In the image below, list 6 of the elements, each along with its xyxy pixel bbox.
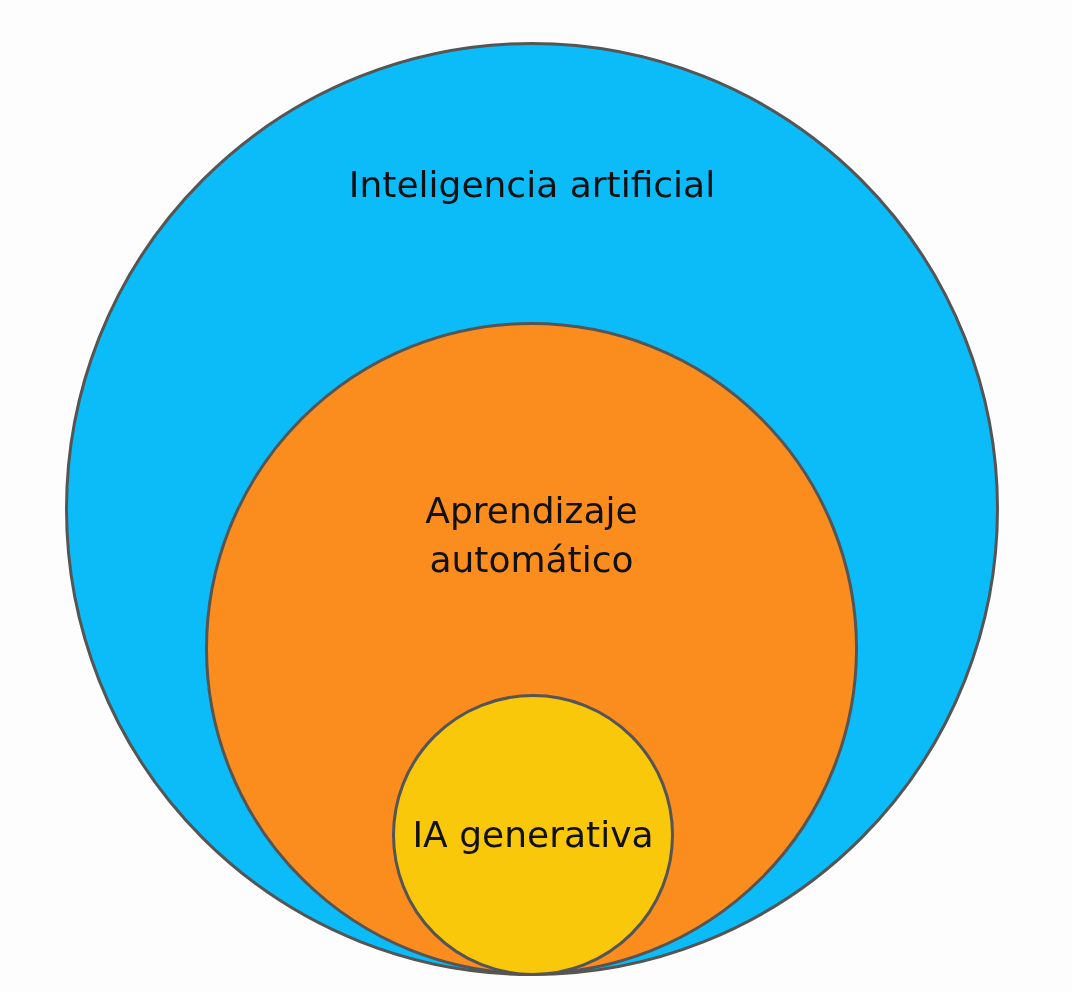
region-label: IA generativa — [412, 812, 654, 857]
circle-region — [392, 694, 674, 976]
region-label: Inteligencia artificial — [348, 162, 716, 207]
circle-region — [65, 42, 999, 976]
circle-region — [205, 322, 858, 975]
region-label: Aprendizaje automático — [424, 489, 639, 582]
